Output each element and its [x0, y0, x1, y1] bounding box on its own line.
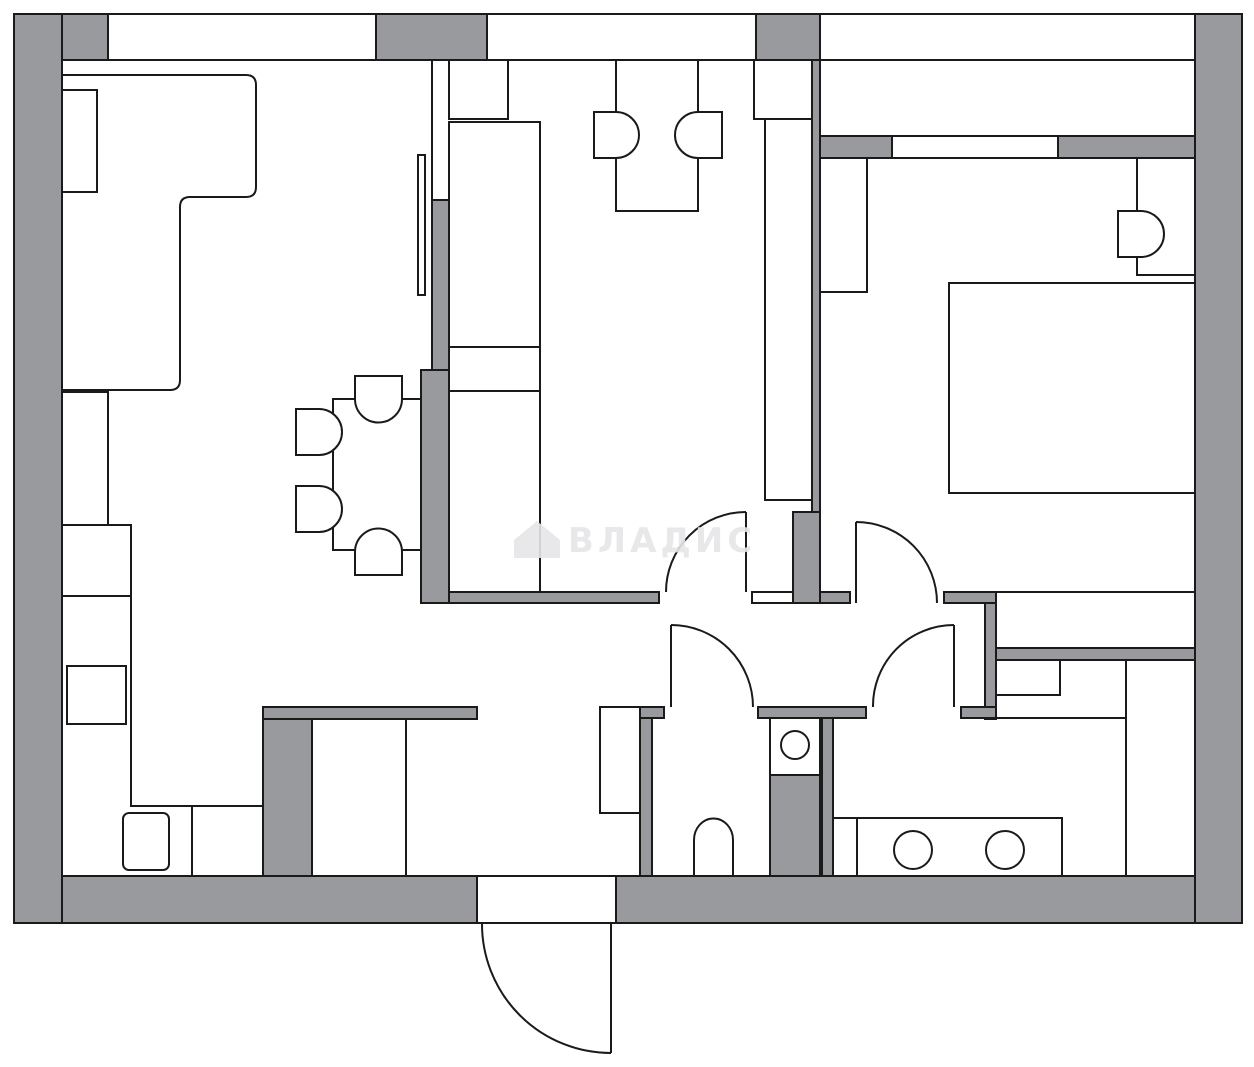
- wall-bath-top-b: [757, 706, 867, 719]
- wall-bath-top-a: [639, 706, 665, 719]
- wall-room2-bedroom: [792, 511, 821, 604]
- dining-chair-left-1: [295, 408, 343, 456]
- dining-chair-left-2: [295, 485, 343, 533]
- kitchen-sink: [122, 812, 170, 871]
- entrance-door-swing: [480, 922, 612, 1054]
- wall-room2-bottom-a: [448, 591, 660, 604]
- wall-corridor-top: [262, 706, 478, 720]
- room2-bed-middle: [448, 346, 541, 392]
- wall-hall-right-vertical: [984, 602, 997, 720]
- outer-wall-left: [13, 13, 63, 924]
- window-2: [486, 13, 757, 61]
- watermark-text: ВЛАДИС: [568, 521, 756, 561]
- outer-wall-right: [1194, 13, 1243, 924]
- dining-chair-top: [354, 375, 403, 424]
- wall-living-room2: [420, 369, 450, 604]
- bedroom-closet: [995, 591, 1196, 649]
- double-sink-counter: [832, 817, 1063, 877]
- toilet: [693, 817, 734, 876]
- corridor-wardrobe: [311, 718, 407, 877]
- entrance-threshold: [476, 875, 617, 924]
- outer-wall-bottom-right: [615, 875, 1196, 924]
- wall-bedroom-top-a: [819, 135, 893, 159]
- living-shelf: [61, 391, 109, 526]
- room2-cabinet-top: [753, 59, 813, 120]
- dining-chair-bottom: [354, 527, 403, 576]
- bath-door-swing: [670, 624, 754, 708]
- wall-corridor-column: [262, 718, 313, 877]
- wall-shaft: [769, 774, 821, 877]
- kitchen-counter: [62, 524, 264, 876]
- room2-wardrobe: [764, 118, 813, 501]
- washer-box: [769, 717, 821, 776]
- wall-bath-left: [639, 717, 653, 877]
- window-3: [819, 13, 1196, 61]
- utility-door-swing: [871, 624, 955, 708]
- outer-walls: [13, 13, 1243, 924]
- wall-utility-top: [995, 647, 1196, 661]
- wall-bedroom-top-b: [1057, 135, 1196, 159]
- outer-wall-top-3: [755, 13, 821, 61]
- sink-basin-left: [893, 830, 933, 870]
- outer-wall-top-1: [61, 13, 109, 61]
- wall-bath-top-c: [960, 706, 997, 719]
- sink-basin-right: [985, 830, 1025, 870]
- washer-drum: [780, 730, 810, 760]
- bedroom-chair: [1117, 210, 1165, 258]
- room2-nightstand: [448, 59, 509, 120]
- room2-bed-lower: [448, 390, 541, 593]
- corner-sofa: [62, 74, 257, 391]
- room2-chair-left: [593, 111, 640, 159]
- interior-walls: [262, 59, 1196, 877]
- furniture: [61, 59, 1196, 877]
- bedroom-door-swing: [855, 521, 938, 604]
- wall-bedroom-bottom: [943, 591, 997, 604]
- bedroom-window-sill: [891, 135, 1059, 159]
- kitchen-stove: [66, 665, 127, 725]
- outer-wall-top-2: [375, 13, 488, 61]
- bedroom-dresser: [819, 157, 868, 293]
- watermark: ВЛАДИС: [514, 521, 756, 561]
- room2-bed-upper: [448, 121, 541, 348]
- wall-room2-bedroom-thin: [811, 59, 821, 513]
- sofa-armrest: [61, 89, 98, 193]
- bedroom-bed: [948, 282, 1196, 494]
- entrance-door: [476, 875, 617, 1054]
- utility-box: [995, 659, 1061, 696]
- wall-room2-bottom-b: [819, 591, 851, 604]
- wall-living-room2-thin: [431, 199, 450, 371]
- room2-door-threshold: [751, 591, 794, 604]
- room2-chair-right: [674, 111, 723, 159]
- apartment-outline: [61, 59, 1196, 877]
- room2-door-swing: [665, 511, 747, 593]
- house-icon: [514, 521, 560, 558]
- outer-wall-bottom-left: [61, 875, 478, 924]
- windows: [107, 13, 1196, 61]
- bath-cabinet: [599, 706, 641, 814]
- wall-bath-mid: [821, 717, 834, 877]
- sliding-door-panel: [417, 154, 426, 296]
- window-1: [107, 13, 377, 61]
